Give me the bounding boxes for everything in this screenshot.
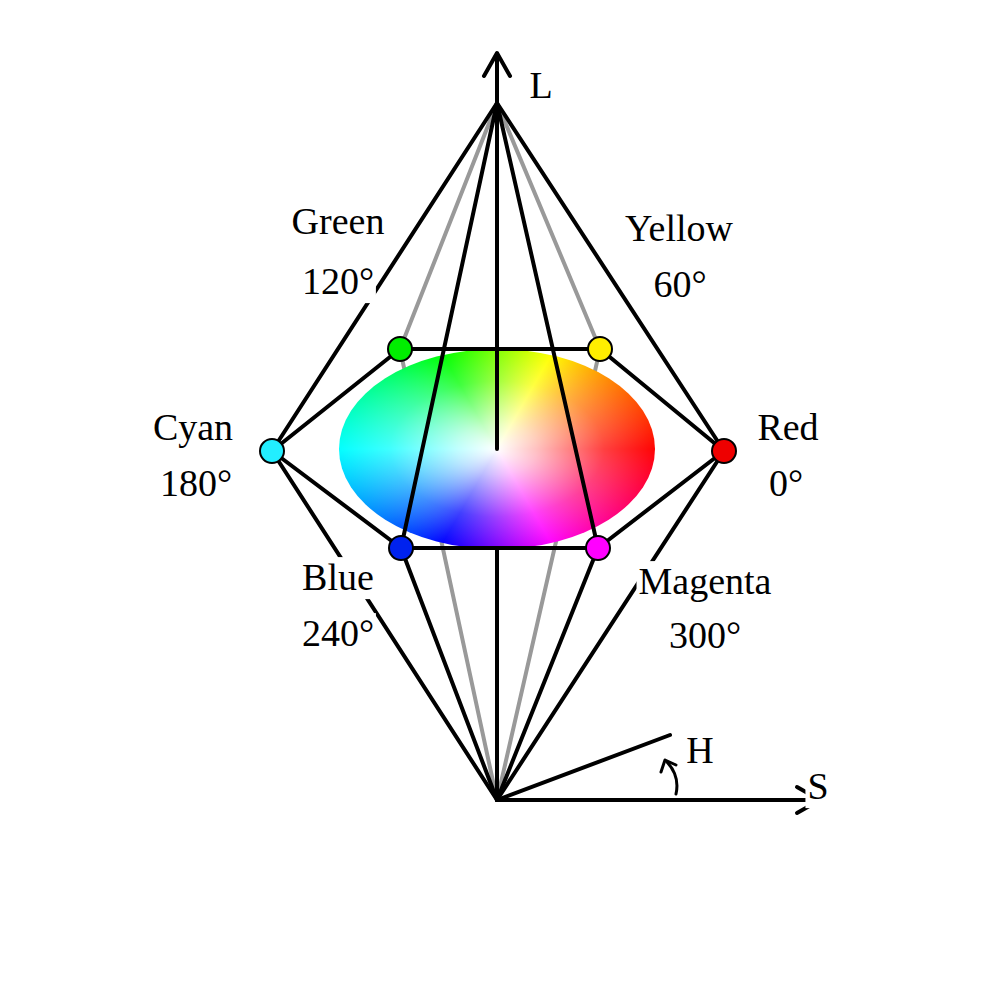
cone-edge — [272, 103, 497, 451]
hue-angle: 180° — [158, 463, 234, 505]
color-dot — [586, 536, 610, 560]
lightness-axis — [495, 103, 499, 449]
axis-label: S — [805, 766, 830, 808]
color-dot — [712, 439, 736, 463]
color-name: Red — [755, 407, 820, 449]
color-dot — [588, 337, 612, 361]
saturation-axis — [497, 798, 820, 802]
cone-edge — [401, 103, 497, 548]
hue-angle: 60° — [651, 264, 708, 306]
cone-edge — [401, 548, 497, 800]
axis-arrowhead — [484, 53, 510, 76]
cone-edge — [497, 103, 724, 451]
hue-arc — [667, 762, 677, 794]
hidden-edge — [497, 103, 600, 349]
hue-angle: 300° — [667, 615, 743, 657]
hue-angle: 240° — [300, 613, 376, 655]
hue-angle: 120° — [300, 261, 376, 303]
color-name: Magenta — [637, 561, 774, 603]
color-name: Green — [290, 201, 387, 243]
color-dot — [389, 536, 413, 560]
lightness-axis — [495, 54, 499, 103]
hidden-edge — [400, 103, 497, 349]
color-name: Blue — [300, 557, 376, 599]
color-dot — [260, 439, 284, 463]
cone-edge — [497, 548, 598, 800]
hue-angle: 0° — [767, 463, 805, 505]
axis-label: H — [684, 730, 715, 772]
cone-edge — [272, 451, 497, 800]
color-dot — [388, 337, 412, 361]
hue-ray — [497, 735, 670, 800]
hue-arrowhead — [661, 760, 676, 772]
axis-label: L — [527, 65, 554, 107]
cone-edge — [497, 103, 598, 548]
color-name: Yellow — [623, 208, 735, 250]
lightness-axis — [495, 548, 499, 800]
color-name: Cyan — [151, 407, 235, 449]
